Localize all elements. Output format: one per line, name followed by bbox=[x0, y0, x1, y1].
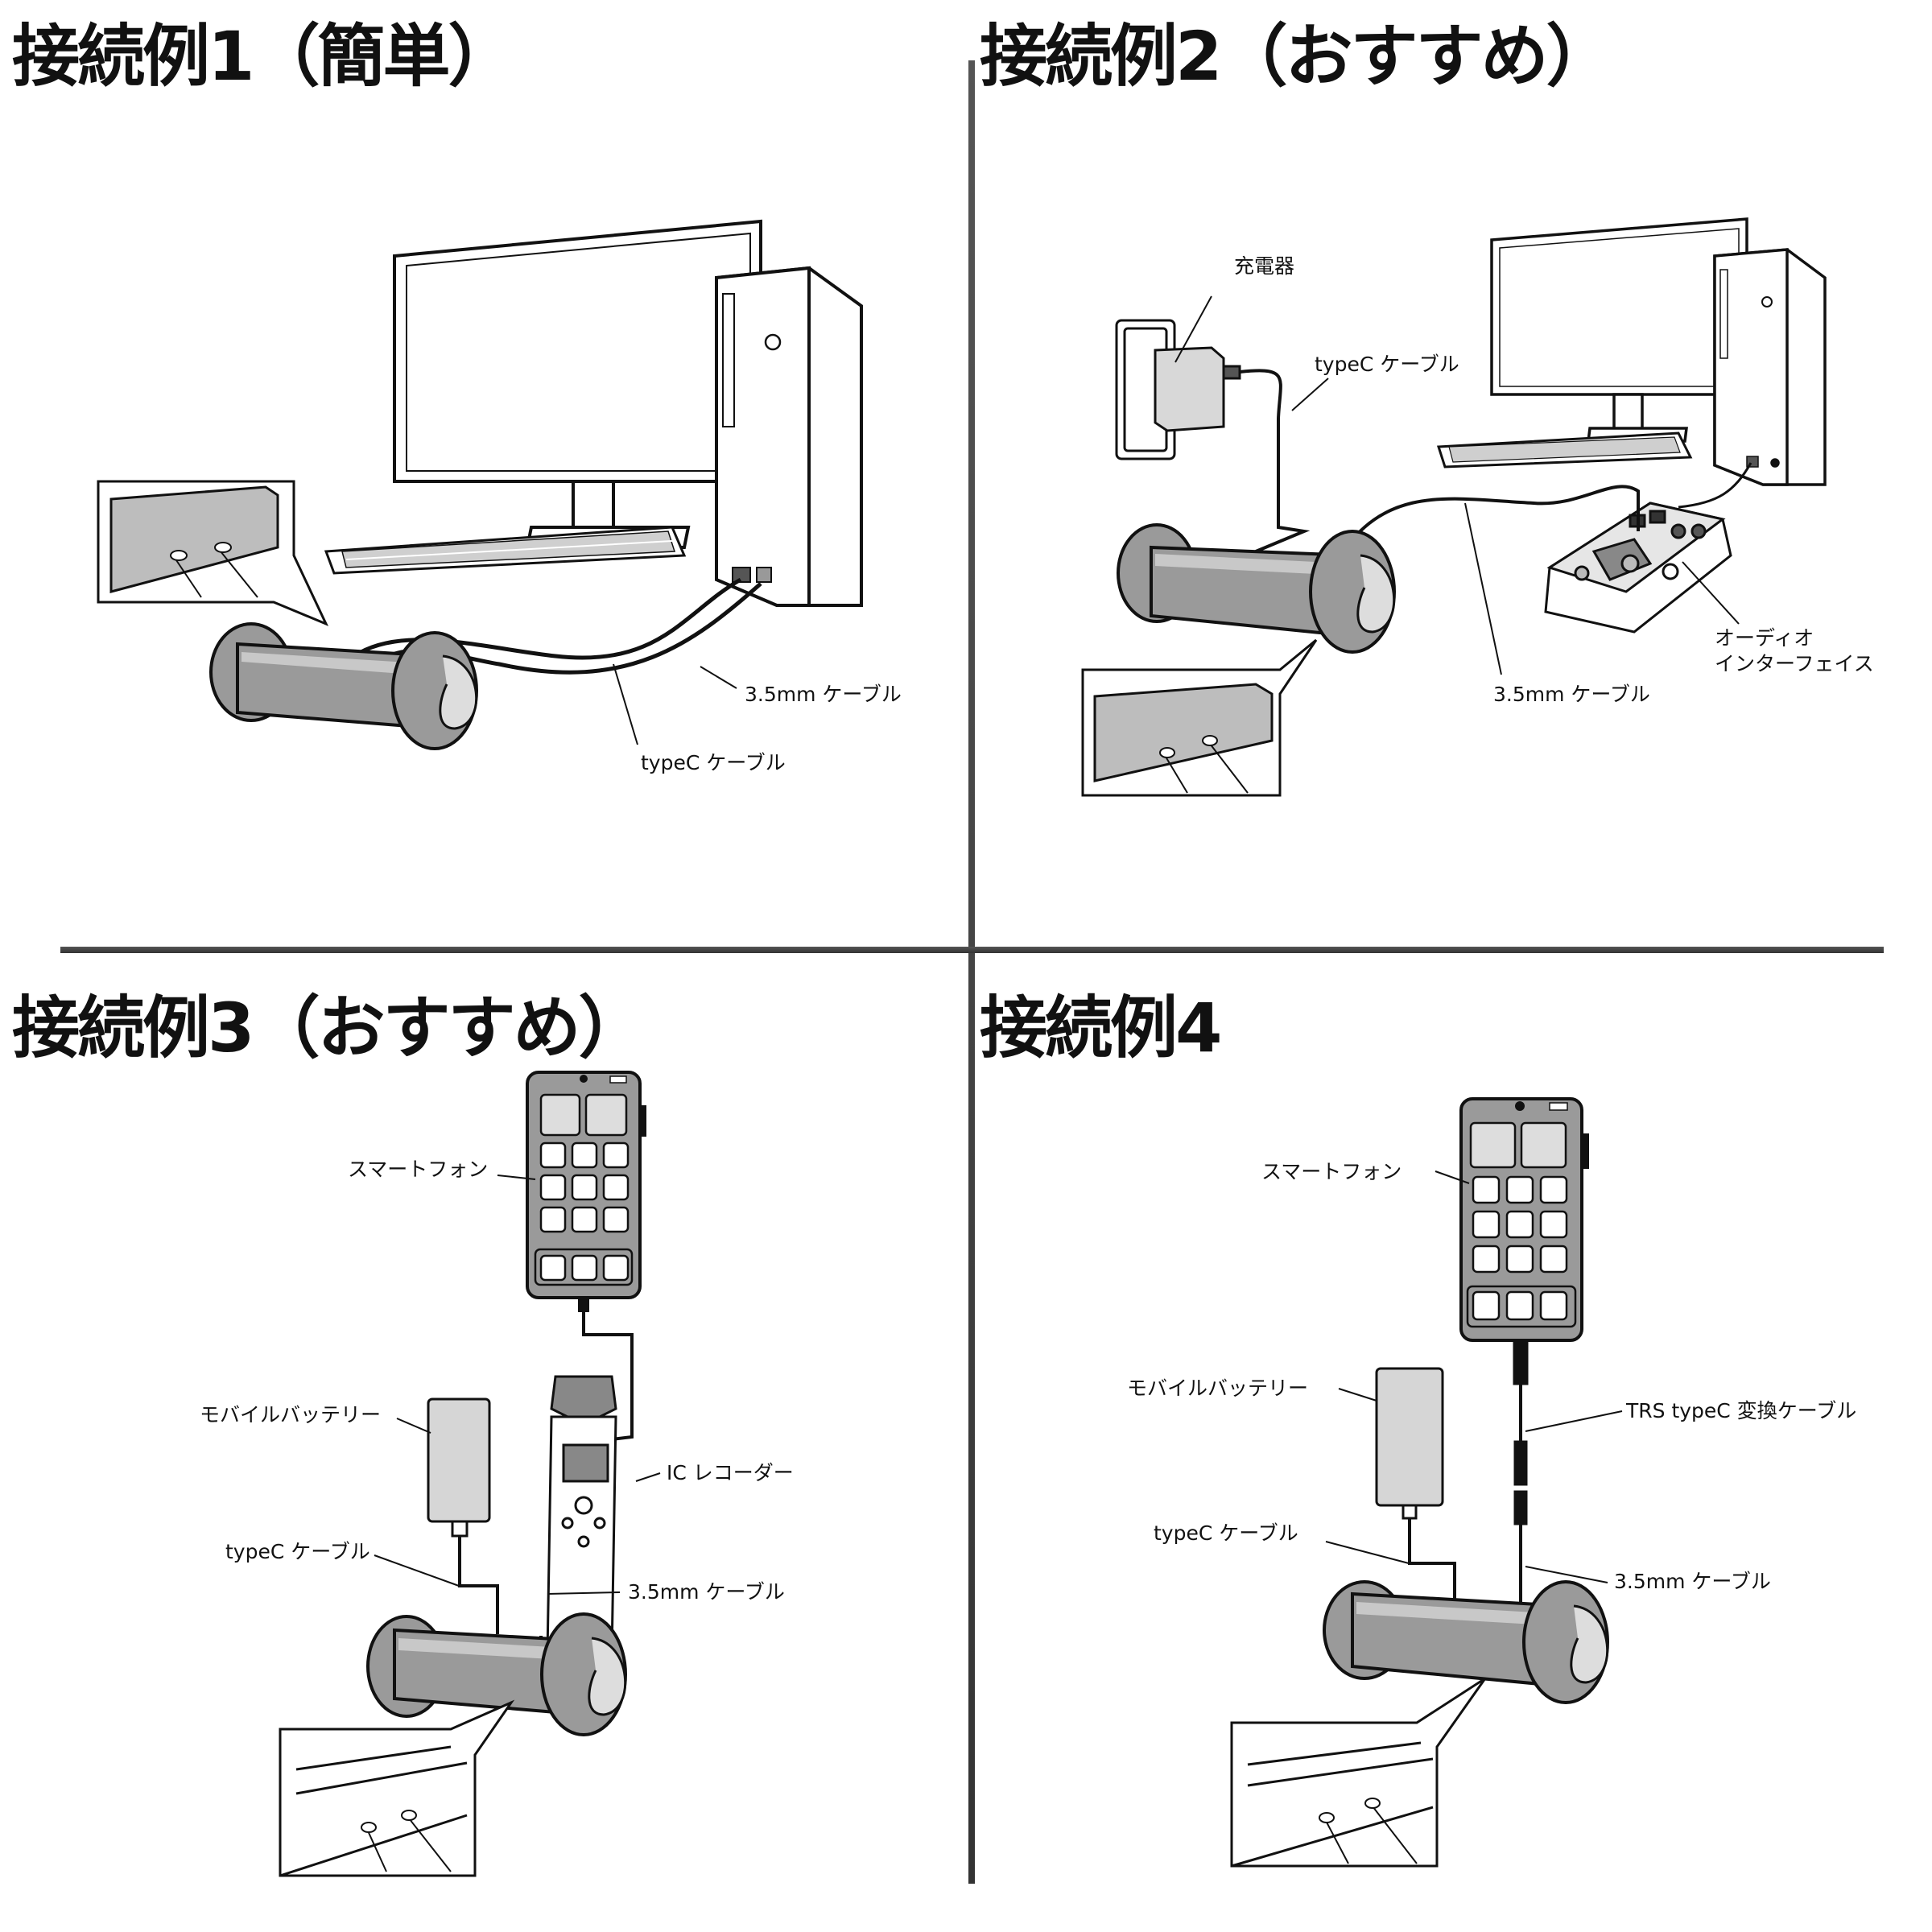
trs-cable-label: TRS typeC 変換ケーブル bbox=[1626, 1399, 1857, 1422]
leader-line bbox=[1435, 1170, 1470, 1184]
keyboard-icon bbox=[1436, 431, 1693, 469]
typec-cable bbox=[582, 1298, 634, 1441]
leader-line bbox=[1525, 1566, 1608, 1583]
panel-title: 接続例1（簡単） bbox=[12, 17, 515, 96]
typec-cable bbox=[1239, 369, 1311, 553]
cable-35-label: 3.5mm ケーブル bbox=[628, 1580, 785, 1604]
leader-line bbox=[1464, 502, 1502, 675]
leader-line bbox=[396, 1418, 431, 1434]
cable-35-label: 3.5mm ケーブル bbox=[745, 683, 902, 706]
app-icon-grid bbox=[1466, 1175, 1577, 1328]
ear-device-icon bbox=[209, 622, 478, 750]
typec-cable bbox=[353, 577, 742, 660]
connection-diagram bbox=[1081, 217, 1827, 797]
port-callout bbox=[97, 480, 329, 626]
leader-line bbox=[374, 1554, 460, 1587]
port-callout bbox=[1081, 638, 1318, 797]
battery-typec-cable bbox=[1408, 1518, 1456, 1626]
leader-line bbox=[1325, 1541, 1410, 1564]
cable-typec-label: typeC ケーブル bbox=[1154, 1521, 1298, 1545]
pc-tower-icon bbox=[1713, 248, 1827, 486]
monitor-icon bbox=[1490, 217, 1748, 443]
audio-interface-icon bbox=[1544, 502, 1732, 634]
audio-interface-label-1: オーディオ bbox=[1715, 626, 1814, 650]
battery-label: モバイルバッテリー bbox=[200, 1403, 382, 1426]
charger-label: 充電器 bbox=[1234, 254, 1295, 278]
cable-35-label: 3.5mm ケーブル bbox=[1493, 683, 1650, 706]
app-icon-grid bbox=[534, 1141, 634, 1286]
leader-line bbox=[700, 666, 737, 689]
leader-line bbox=[1174, 295, 1212, 363]
ic-recorder-icon bbox=[546, 1375, 617, 1672]
charger-icon bbox=[1154, 346, 1241, 432]
audio-cable bbox=[1339, 485, 1640, 557]
audio-interface-label-2: インターフェイス bbox=[1715, 652, 1874, 675]
ear-device-icon bbox=[366, 1612, 627, 1736]
panel-title: 接続例4 bbox=[980, 989, 1222, 1067]
monitor-icon bbox=[393, 219, 762, 549]
battery-typec-cable bbox=[458, 1536, 499, 1634]
leader-line bbox=[1525, 1410, 1623, 1432]
connection-diagram bbox=[279, 1071, 661, 1877]
panel-example-3: 接続例3（おすすめ） bbox=[0, 950, 970, 1932]
leader-line bbox=[547, 1591, 621, 1595]
cable-35-label: 3.5mm ケーブル bbox=[1614, 1570, 1771, 1593]
cable-typec-label: typeC ケーブル bbox=[225, 1540, 370, 1563]
cable-typec-label: typeC ケーブル bbox=[641, 751, 786, 774]
vertical-divider bbox=[968, 60, 975, 1884]
mobile-battery-icon bbox=[427, 1397, 491, 1538]
pc-audio-cable bbox=[1678, 462, 1752, 509]
pc-tower-icon bbox=[715, 266, 863, 607]
mobile-battery-icon bbox=[1375, 1367, 1444, 1520]
leader-line bbox=[1682, 561, 1740, 625]
leader-line bbox=[635, 1472, 661, 1482]
panel-example-4: 接続例4 bbox=[970, 950, 1932, 1932]
panel-title: 接続例2（おすすめ） bbox=[980, 17, 1613, 96]
leader-line bbox=[1291, 378, 1329, 411]
panel-title: 接続例3（おすすめ） bbox=[12, 989, 646, 1067]
panel-example-2: 接続例2（おすすめ） bbox=[970, 0, 1932, 950]
keyboard-icon bbox=[324, 526, 687, 575]
horizontal-divider bbox=[60, 947, 1884, 953]
ear-device-icon bbox=[1323, 1580, 1609, 1704]
leader-line bbox=[613, 663, 638, 745]
port-callout bbox=[279, 1699, 515, 1877]
connection-diagram bbox=[97, 219, 863, 750]
ear-device-icon bbox=[1117, 523, 1396, 654]
leader-line bbox=[497, 1174, 536, 1180]
battery-label: モバイルバッテリー bbox=[1127, 1377, 1309, 1400]
smartphone-label: スマートフォン bbox=[348, 1158, 489, 1181]
trs-typec-cable bbox=[1513, 1340, 1529, 1630]
smartphone-label: スマートフォン bbox=[1261, 1160, 1402, 1183]
leader-line bbox=[1338, 1388, 1377, 1402]
cable-typec-label: typeC ケーブル bbox=[1315, 353, 1459, 376]
port-callout bbox=[1230, 1677, 1487, 1868]
connection-diagram bbox=[1230, 1097, 1623, 1868]
panel-example-1: 接続例1（簡単） bbox=[0, 0, 970, 950]
recorder-label: IC レコーダー bbox=[667, 1461, 794, 1484]
